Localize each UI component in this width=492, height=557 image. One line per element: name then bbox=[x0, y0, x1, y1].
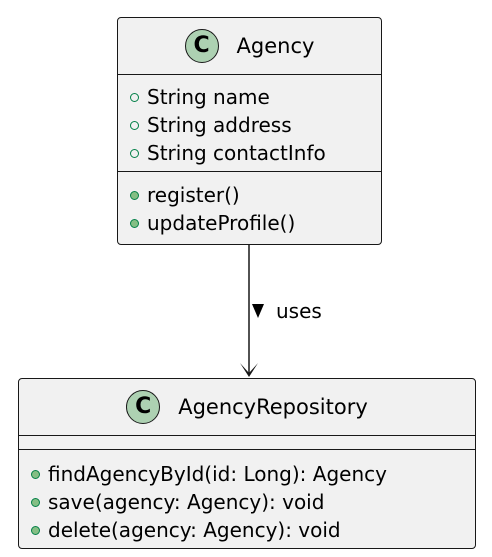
attribute: String name bbox=[130, 83, 381, 111]
attribute: String address bbox=[130, 111, 381, 139]
method-text: save(agency: Agency): void bbox=[48, 490, 325, 514]
public-method-icon bbox=[130, 218, 139, 228]
public-field-icon bbox=[130, 148, 139, 158]
method-text: register() bbox=[147, 183, 240, 207]
class-icon-letter: C bbox=[135, 394, 152, 419]
method: updateProfile() bbox=[130, 209, 381, 237]
relation-label-text: uses bbox=[276, 299, 322, 323]
method: save(agency: Agency): void bbox=[31, 488, 475, 516]
attributes-compartment bbox=[19, 436, 475, 450]
class-header: C AgencyRepository bbox=[19, 379, 475, 436]
class-icon: C bbox=[126, 390, 161, 424]
public-method-icon bbox=[31, 497, 40, 507]
public-method-icon bbox=[130, 190, 139, 200]
method: register() bbox=[130, 181, 381, 209]
methods-compartment: findAgencyById(id: Long): Agency save(ag… bbox=[19, 450, 475, 548]
public-method-icon bbox=[31, 525, 40, 535]
attribute-text: String address bbox=[147, 113, 292, 137]
method: findAgencyById(id: Long): Agency bbox=[31, 460, 475, 488]
class-name: AgencyRepository bbox=[178, 395, 368, 419]
class-agency-repository[interactable]: C AgencyRepository findAgencyById(id: Lo… bbox=[18, 378, 476, 549]
method: delete(agency: Agency): void bbox=[31, 516, 475, 544]
attribute-text: String contactInfo bbox=[147, 141, 326, 165]
public-field-icon bbox=[130, 92, 139, 102]
class-agency[interactable]: C Agency String name String address Stri… bbox=[117, 17, 382, 245]
attribute: String contactInfo bbox=[130, 139, 381, 167]
relation-label: uses bbox=[252, 299, 322, 323]
direction-icon bbox=[252, 304, 264, 318]
methods-compartment: register() updateProfile() bbox=[118, 172, 381, 244]
public-field-icon bbox=[130, 120, 139, 130]
class-icon: C bbox=[184, 29, 219, 63]
attribute-text: String name bbox=[147, 85, 270, 109]
method-text: delete(agency: Agency): void bbox=[48, 518, 341, 542]
class-name: Agency bbox=[236, 34, 315, 58]
method-text: findAgencyById(id: Long): Agency bbox=[48, 462, 387, 486]
relation-arrowhead bbox=[240, 363, 258, 377]
class-header: C Agency bbox=[118, 18, 381, 75]
method-text: updateProfile() bbox=[147, 211, 296, 235]
attributes-compartment: String name String address String contac… bbox=[118, 75, 381, 172]
public-method-icon bbox=[31, 469, 40, 479]
class-icon-letter: C bbox=[193, 33, 210, 58]
